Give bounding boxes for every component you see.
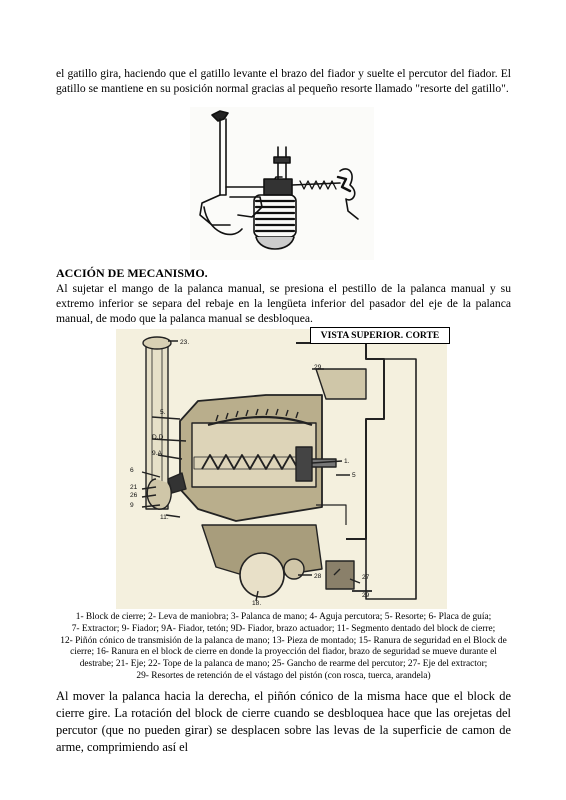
paragraph-trigger: el gatillo gira, haciendo que el gatillo… bbox=[56, 67, 511, 95]
callout-9: 9 bbox=[130, 502, 134, 509]
figure-caption: 1- Block de cierre; 2- Leva de maniobra;… bbox=[56, 612, 511, 683]
callout-18: 18. bbox=[252, 600, 261, 607]
caption-line: 1- Block de cierre; 2- Leva de maniobra;… bbox=[75, 612, 492, 622]
callout-26: 26 bbox=[130, 492, 138, 499]
caption-line: cierre; 16- Ranura en el block de cierre… bbox=[70, 647, 497, 658]
paragraph-mechanism: Al sujetar el mango de la palanca manual… bbox=[56, 282, 511, 325]
callout-1: 1. bbox=[344, 458, 350, 465]
callout-27: 27 bbox=[362, 574, 370, 581]
breech-section-figure: 23. 29 5. D.D 9.A 6 21 26 9 11. 1. 5 28 … bbox=[116, 329, 447, 609]
callout-5-right: 5 bbox=[352, 472, 356, 479]
section-heading: ACCIÓN DE MECANISMO. bbox=[56, 266, 208, 280]
callout-21: 21 bbox=[130, 484, 138, 491]
breech-section-drawing: 23. 29 5. D.D 9.A 6 21 26 9 11. 1. 5 28 … bbox=[130, 336, 417, 607]
callout-28: 28 bbox=[314, 573, 322, 580]
callout-23: 23. bbox=[180, 339, 189, 346]
callout-11: 11. bbox=[160, 514, 169, 521]
callout-6: 6 bbox=[130, 467, 134, 474]
callout-5-left: 5. bbox=[160, 409, 166, 416]
caption-line: 29- Resortes de retención de el vástago … bbox=[136, 670, 431, 681]
trigger-mechanism-drawing bbox=[199, 110, 359, 250]
callout-dd: D.D bbox=[152, 434, 164, 441]
caption-line: 12- Piñón cónico de transmisión de la pa… bbox=[60, 635, 507, 646]
callout-9a: 9.A bbox=[152, 450, 162, 457]
caption-line: destrabe; 21- Eje; 22- Tope de la palanc… bbox=[79, 659, 488, 670]
callout-29-top: 29 bbox=[314, 364, 322, 371]
trigger-mechanism-figure bbox=[190, 107, 374, 260]
paragraph-lever-action: Al mover la palanca hacia la derecha, el… bbox=[56, 689, 511, 754]
callout-29-bottom: 29 bbox=[362, 592, 370, 599]
figure-view-label: VISTA SUPERIOR. CORTE bbox=[310, 327, 450, 344]
caption-line: 7- Extractor; 9- Fiador; 9A- Fiador, tet… bbox=[71, 623, 496, 634]
